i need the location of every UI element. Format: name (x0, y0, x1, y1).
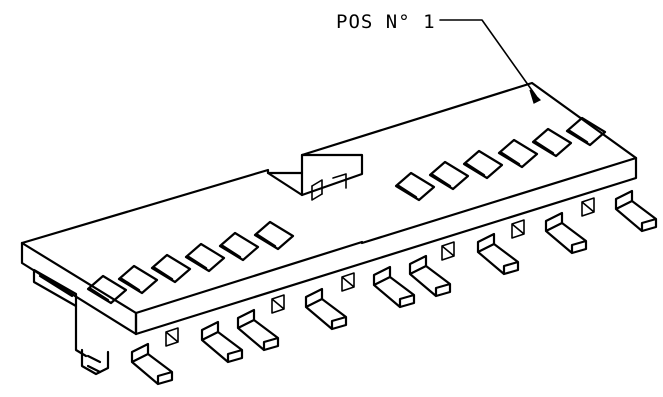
housing-left-face (20, 241, 138, 336)
housing-top-face (20, 81, 638, 315)
front-windows (165, 197, 595, 347)
left-mounting-tab (32, 268, 110, 376)
housing-step (266, 153, 364, 197)
housing-front-face (134, 156, 638, 336)
smt-leads (130, 189, 658, 386)
callout-label: POS N° 1 (336, 11, 436, 33)
housing-notch-post (311, 185, 323, 201)
callout-arrowhead (529, 89, 542, 104)
top-slots-left (86, 220, 295, 305)
callout-leader-line (439, 19, 537, 97)
top-slots-right (394, 116, 607, 202)
housing-notch-detail (311, 173, 347, 195)
